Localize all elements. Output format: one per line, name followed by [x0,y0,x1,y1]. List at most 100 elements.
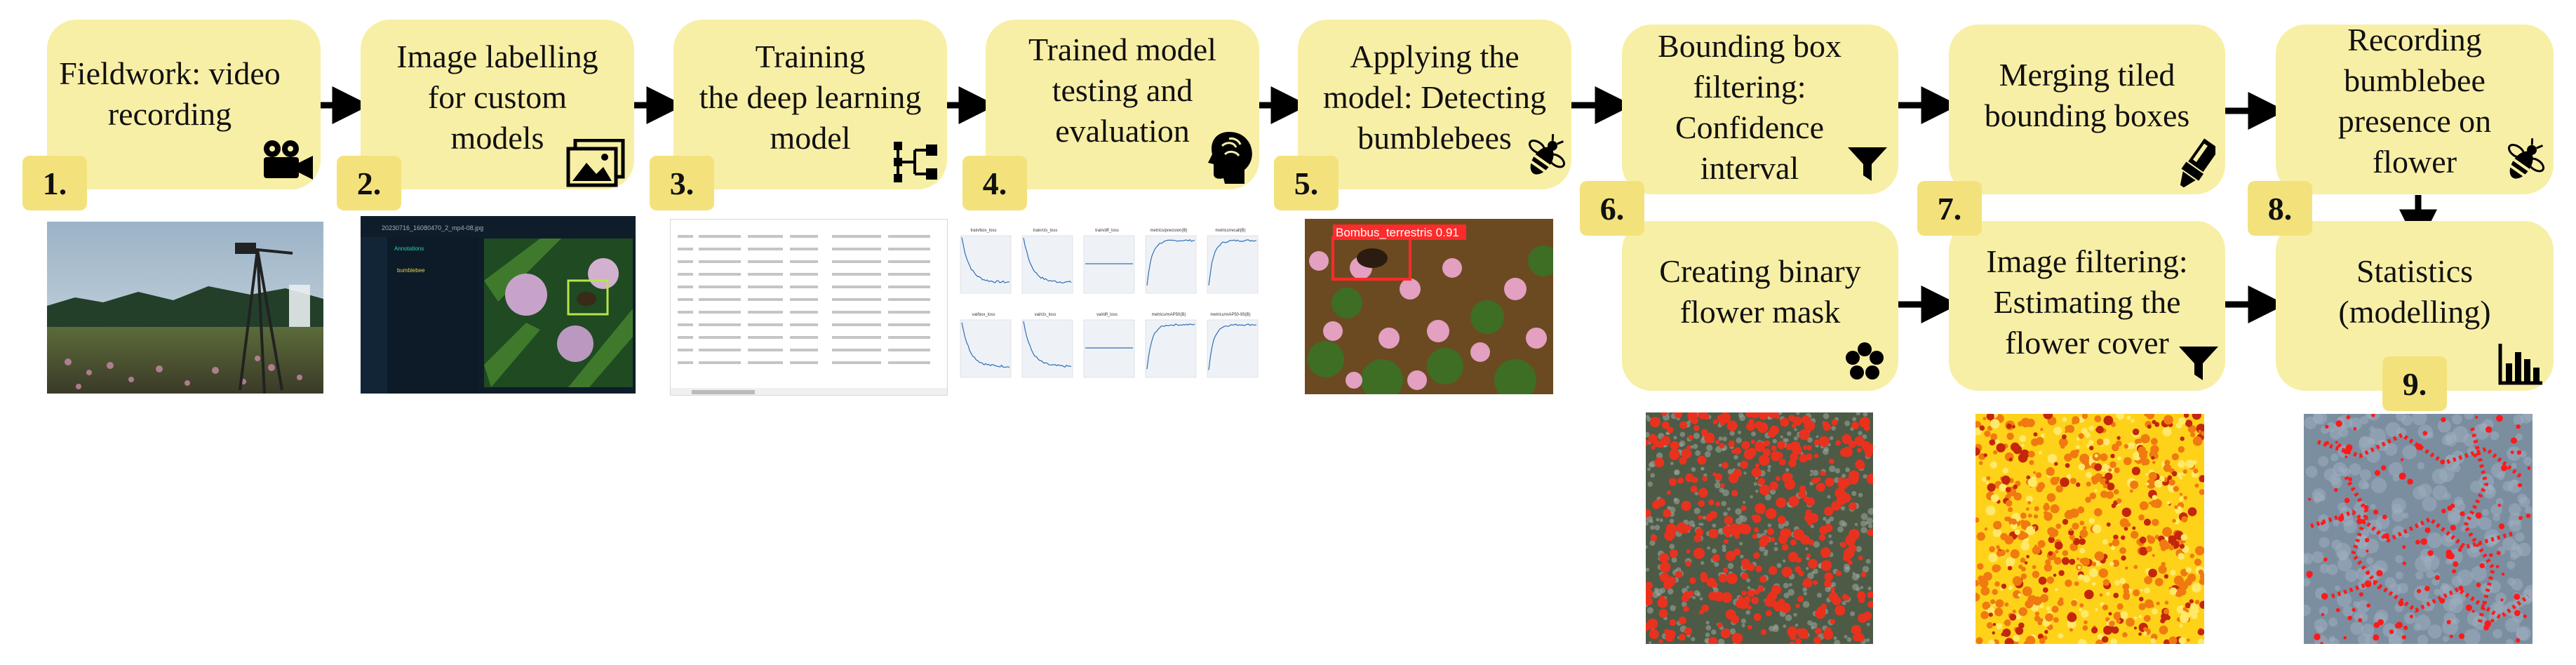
mask-leaf [1717,638,1725,644]
eval-plot-frame [1083,235,1135,294]
presence-texture [2402,445,2417,459]
heat-blob [1978,461,1983,465]
heat-blob [2025,507,2030,511]
mask-flower-blob [1738,596,1744,602]
presence-texture [2511,479,2517,485]
mask-flower-blob [1808,513,1819,523]
presence-texture [2328,617,2338,627]
heat-blob [2111,503,2117,509]
mask-leaf [1829,540,1833,545]
heat-blob [1978,454,1984,460]
eval-plot-frame [1021,235,1073,294]
heat-blob [2146,546,2153,552]
heat-blob [2065,463,2070,468]
presence-dot [2373,509,2379,515]
mask-flower-blob [1860,571,1867,577]
mask-flower-blob [1813,453,1819,459]
step-1-number: 1. [22,156,87,210]
heat-blob [2001,584,2007,589]
heat-blob [2078,463,2086,471]
eval-plot-title: train/cls_loss [1033,229,1058,233]
presence-texture [2517,493,2528,504]
heat-blob [1997,546,2001,551]
heat-blob [2004,602,2009,607]
presence-track [2310,509,2515,550]
heat-blob [2027,513,2032,518]
presence-dot [2457,548,2462,552]
presence-dot [2347,615,2352,621]
heat-blob [2018,593,2022,597]
heat-blob [2061,557,2069,565]
heat-blob [1990,419,2000,429]
mask-leaf [1711,629,1717,635]
heat-blob [2082,526,2087,530]
mask-flower-blob [1831,419,1838,426]
heat-blob [2100,478,2107,485]
presence-dot [2363,505,2369,510]
mask-leaf [1767,469,1771,472]
mask-leaf [1712,523,1717,528]
presence-dot [2446,549,2453,556]
heat-blob [2144,599,2154,609]
heat-blob [2020,512,2027,519]
presence-texture [2443,455,2460,470]
heat-blob [2039,618,2044,622]
mask-flower-blob [1803,445,1808,450]
mask-flower-blob [1824,506,1834,516]
mask-leaf [1699,597,1703,601]
presence-texture [2349,417,2362,431]
heat-blob [2114,580,2120,586]
mask-flower-blob [1660,572,1670,582]
mask-flower-blob [1780,417,1790,427]
heat-blob [2175,591,2180,596]
mask-leaf [1722,547,1726,553]
heat-blob [2026,475,2031,480]
heat-blob [2105,472,2113,481]
mask-leaf [1647,481,1653,487]
heat-blob [1992,589,1998,596]
mask-flower-blob [1820,547,1831,558]
mask-flower-blob [1813,580,1818,586]
video-camera-icon [264,140,313,180]
heat-blob [2026,418,2035,427]
heat-blob [2012,576,2022,586]
heat-blob [1996,623,2003,629]
heat-blob [2140,434,2150,444]
heat-blob [2154,479,2163,488]
heat-blob [2099,593,2103,597]
presence-dot [2452,569,2457,574]
mask-flower-blob [1715,440,1720,445]
heat-blob [2034,611,2040,617]
mask-flower-blob [1845,535,1856,546]
heat-blob [2050,504,2060,513]
presence-texture [2417,462,2425,470]
presence-texture [2337,556,2352,572]
heat-blob [1980,586,1990,596]
heat-blob [2152,499,2162,509]
heat-blob [2046,494,2053,501]
presence-track [2462,427,2496,625]
presence-dot [2374,470,2380,476]
presence-texture [2464,629,2481,644]
mask-leaf [1698,523,1702,526]
heat-blob [2067,619,2077,629]
presence-dot [2337,443,2342,448]
heat-blob [2027,595,2037,605]
presence-texture [2319,495,2326,502]
mask-leaf [1743,471,1747,475]
mask-leaf [1863,474,1867,479]
heat-blob [1996,550,2003,557]
mask-leaf [1755,489,1759,493]
presence-dot [2449,634,2453,638]
eval-plot-line [1208,239,1257,286]
presence-dot [2314,633,2321,640]
heat-blob [2018,452,2028,463]
heat-blob [2185,609,2189,612]
heat-blob [2150,438,2158,445]
mask-leaf [1809,473,1813,476]
mask-flower-blob [1764,452,1769,457]
mask-flower-blob [1741,590,1747,596]
mask-flower-blob [1802,580,1809,587]
mask-leaf [1796,412,1800,415]
heat-blob [2011,518,2017,525]
